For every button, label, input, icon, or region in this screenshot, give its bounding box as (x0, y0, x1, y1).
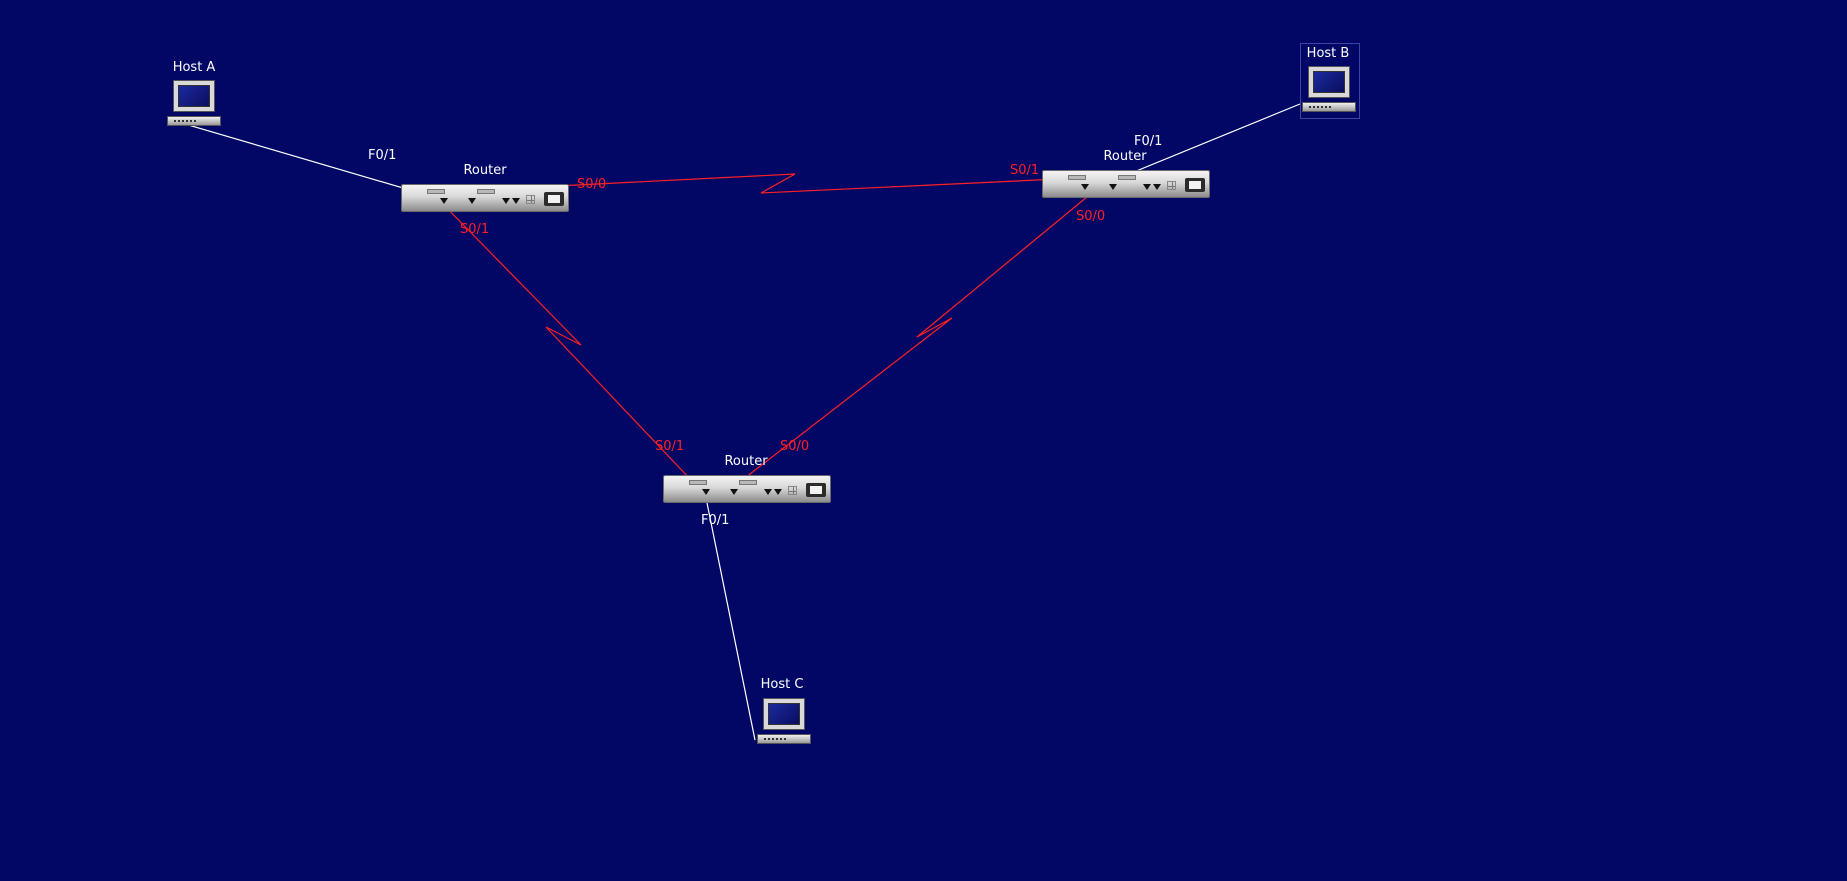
host-b-computer-icon[interactable] (1302, 66, 1356, 114)
ethernet-port-shape (512, 198, 520, 204)
monitor-shape (763, 698, 805, 730)
router-1-router-icon[interactable] (402, 185, 568, 211)
host-c-label: Host C (760, 677, 804, 692)
screen-shape (768, 703, 800, 725)
base-shape (757, 734, 811, 744)
ethernet-port-shape (730, 489, 738, 495)
base-shape (167, 116, 221, 126)
ethernet-port-shape (774, 489, 782, 495)
link-hostC-router3[interactable] (704, 492, 756, 741)
port-label-r2-s01: S0/1 (1010, 163, 1040, 178)
serial-port-shape (477, 189, 495, 194)
base-shape (1302, 102, 1356, 112)
link-hostA-router1[interactable] (167, 118, 438, 199)
link-router2-router3[interactable] (740, 177, 1111, 482)
host-a-label: Host A (172, 60, 216, 75)
port-label-r1-s00: S0/0 (577, 177, 607, 192)
screen-shape (178, 85, 210, 107)
module-slot-icon (788, 486, 797, 495)
serial-port-shape (1118, 175, 1136, 180)
ethernet-port-shape (1153, 184, 1161, 190)
ethernet-port-shape (1109, 184, 1117, 190)
link-hostB-router2[interactable] (1106, 103, 1301, 184)
ethernet-port-shape (1081, 184, 1089, 190)
port-label-r1-s01: S0/1 (460, 222, 490, 237)
module-slot-icon (526, 195, 535, 204)
serial-port-shape (689, 480, 707, 485)
port-label-r3-s00: S0/0 (780, 439, 810, 454)
ethernet-port-shape (702, 489, 710, 495)
router-3-label: Router (724, 454, 768, 469)
port-label-r2-s00: S0/0 (1076, 209, 1106, 224)
ethernet-port-shape (440, 198, 448, 204)
serial-port-shape (427, 189, 445, 194)
ethernet-port-shape (468, 198, 476, 204)
router-2-router-icon[interactable] (1043, 171, 1209, 197)
ethernet-port-shape (764, 489, 772, 495)
console-port-icon (544, 192, 564, 206)
module-slot-icon (1167, 181, 1176, 190)
router-3-router-icon[interactable] (664, 476, 830, 502)
port-label-r3-f01: F0/1 (701, 513, 730, 528)
router-1-label: Router (463, 163, 507, 178)
console-port-icon (1185, 178, 1205, 192)
host-a-computer-icon[interactable] (167, 80, 221, 128)
host-c-computer-icon[interactable] (757, 698, 811, 746)
host-b-selection-box (1300, 43, 1360, 119)
console-port-icon (806, 483, 826, 497)
port-label-r3-s01: S0/1 (655, 439, 685, 454)
port-label-r1-f01: F0/1 (368, 148, 397, 163)
host-b-label: Host B (1306, 46, 1350, 61)
router-2-label: Router (1103, 149, 1147, 164)
screen-shape (1313, 71, 1345, 93)
ethernet-port-shape (502, 198, 510, 204)
monitor-shape (1308, 66, 1350, 98)
port-label-r2-f01: F0/1 (1134, 134, 1163, 149)
ethernet-port-shape (1143, 184, 1151, 190)
serial-port-shape (739, 480, 757, 485)
serial-port-shape (1068, 175, 1086, 180)
monitor-shape (173, 80, 215, 112)
link-router1-router2[interactable] (477, 173, 1081, 194)
link-router1-router3[interactable] (436, 197, 692, 481)
